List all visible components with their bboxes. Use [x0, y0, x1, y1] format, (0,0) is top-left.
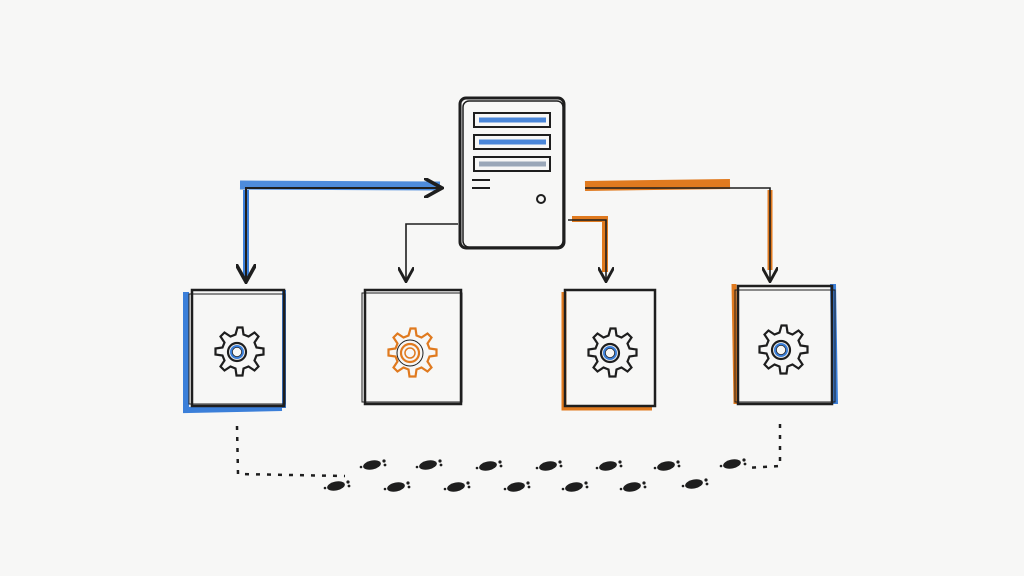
worker-node-1 [183, 288, 286, 414]
edge-server-to-worker2 [406, 223, 458, 280]
edge-worker1-to-server [240, 185, 440, 280]
gear-icon [214, 326, 265, 377]
footprint [443, 480, 471, 494]
gear-icon [587, 327, 638, 378]
gear-icon [387, 327, 438, 378]
footprint [359, 458, 387, 472]
footprint [595, 459, 623, 473]
footprint [561, 480, 589, 494]
edge-server-to-worker4 [584, 179, 770, 280]
footprint [415, 458, 443, 472]
footprint [475, 459, 503, 473]
worker-node-4 [731, 283, 838, 406]
footprint [535, 459, 563, 473]
footprint [503, 480, 531, 494]
footprint [719, 457, 747, 471]
worker-node-2 [361, 288, 463, 406]
footprint [383, 480, 411, 494]
footprints-icon [323, 457, 747, 494]
server-icon [458, 96, 566, 250]
gear-icon [758, 324, 809, 375]
footprint [653, 459, 681, 473]
footprint [323, 479, 351, 493]
footprint [681, 477, 709, 491]
edge-server-to-worker3 [568, 216, 606, 280]
dotted-trail [235, 424, 782, 478]
footprint [619, 480, 647, 494]
worker-node-3 [561, 288, 657, 411]
